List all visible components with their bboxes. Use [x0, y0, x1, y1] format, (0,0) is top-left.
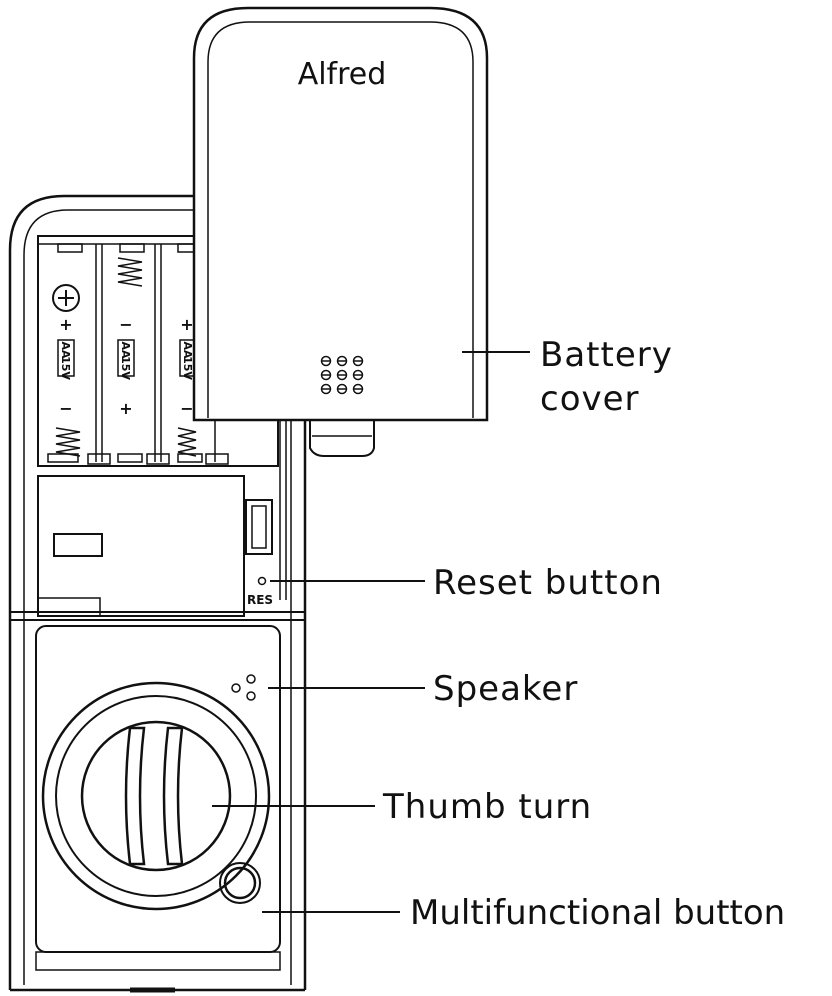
thumb-turn[interactable] [41, 681, 271, 911]
battery-3-top-terminal: + [180, 315, 193, 334]
lower-plate [10, 611, 305, 971]
label-multifunctional-button: Multifunctional button [410, 893, 785, 933]
battery-1-size: AA [59, 341, 72, 359]
battery-1-top-terminal: + [59, 315, 72, 334]
battery-2-top-terminal: − [119, 315, 132, 334]
battery-2-voltage: 15V [119, 356, 132, 380]
battery-1-voltage: 15V [59, 356, 72, 380]
battery-label-2-box [117, 339, 135, 377]
label-battery-cover-line2: cover [540, 379, 640, 419]
brand-logo: Alfred [298, 57, 387, 92]
battery-2-size: AA [119, 341, 132, 359]
reset-button-hole[interactable] [257, 576, 267, 586]
cover-screw-holes [320, 355, 364, 395]
battery-3-bottom-terminal: − [180, 399, 193, 418]
battery-2-bottom-terminal: + [119, 399, 132, 418]
label-reset-button: Reset button [433, 563, 663, 603]
plus-terminal-icon [52, 284, 80, 312]
battery-3-voltage: 15V [181, 356, 194, 380]
label-battery-cover-line1: Battery [540, 335, 673, 375]
battery-label-1-box [57, 339, 75, 377]
multifunctional-button[interactable] [219, 862, 261, 904]
battery-1-bottom-terminal: − [59, 399, 72, 418]
battery-3-size: AA [181, 341, 194, 359]
battery-cover[interactable] [192, 6, 489, 600]
label-thumb-turn: Thumb turn [382, 787, 592, 827]
speaker-holes [231, 674, 256, 701]
reset-marking: RES [247, 593, 273, 607]
battery-springs [55, 257, 197, 457]
circuit-board-area [37, 475, 273, 617]
label-speaker: Speaker [433, 669, 578, 709]
